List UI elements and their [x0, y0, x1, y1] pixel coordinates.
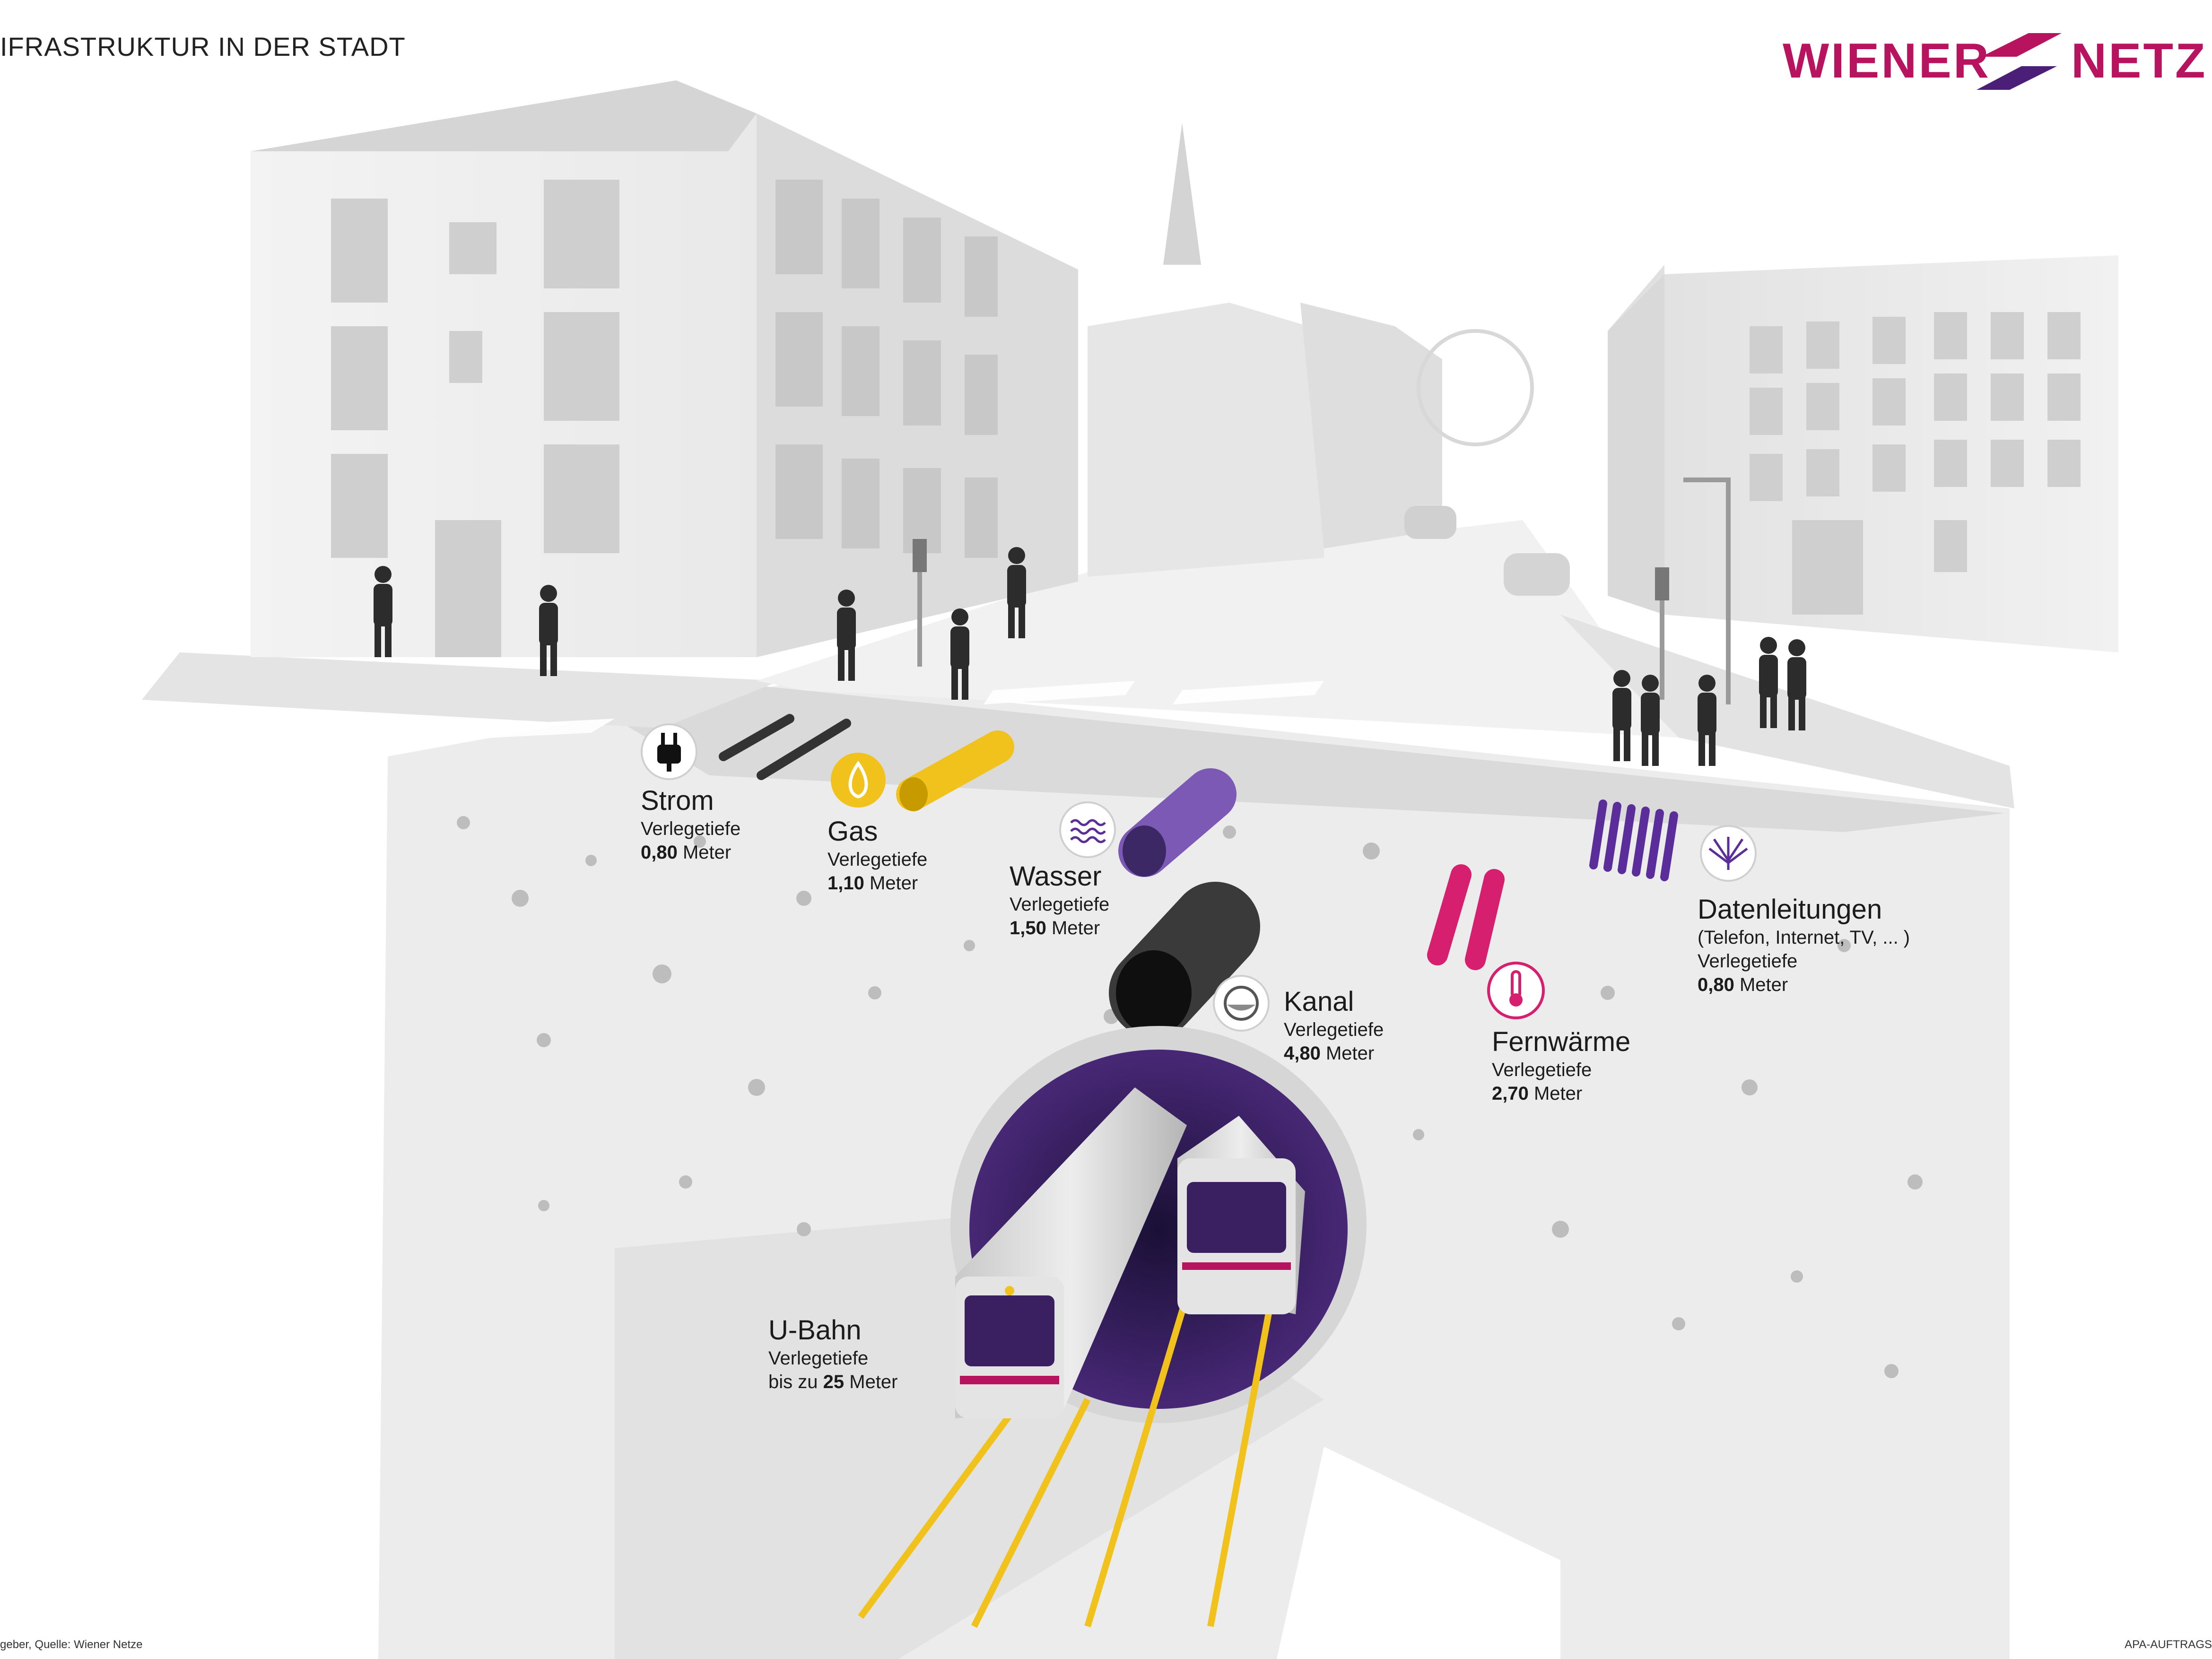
rails — [858, 1294, 1275, 1628]
background-buildings — [1088, 123, 1664, 577]
right-building — [1608, 255, 2118, 652]
footer-source: geber, Quelle: Wiener Netze — [0, 1638, 143, 1651]
utility-pipes — [719, 714, 1678, 1038]
label-depth-caption: Verlegetiefe — [768, 1348, 869, 1369]
label-name: Wasser — [1010, 861, 1102, 892]
kanal-pipe — [1109, 882, 1260, 1038]
label-depth-value: 2,70 Meter — [1492, 1083, 1583, 1104]
label-ubahn: U-Bahn Verlegetiefe bis zu 25 Meter — [768, 1314, 898, 1394]
train-left — [955, 1087, 1187, 1418]
footer-credit: APA-AUFTRAGS — [2125, 1638, 2212, 1651]
strom-cables — [719, 714, 851, 780]
logo-word-left: WIENER — [1783, 34, 1991, 88]
label-kanal: Kanal Verlegetiefe 4,80 Meter — [1284, 986, 1384, 1065]
label-depth-caption: Verlegetiefe — [1010, 894, 1110, 915]
label-name: Datenleitungen — [1698, 894, 1882, 925]
label-depth-value: 4,80 Meter — [1284, 1043, 1375, 1064]
logo-emblem-icon — [1977, 33, 2062, 90]
label-datenleitungen: Datenleitungen (Telefon, Internet, TV, .… — [1698, 894, 1910, 997]
label-strom: Strom Verlegetiefe 0,80 Meter — [641, 785, 740, 864]
label-depth-value: 0,80 Meter — [1698, 974, 1788, 995]
water-waves-icon — [1059, 801, 1116, 858]
label-name: U-Bahn — [768, 1315, 862, 1346]
subway-tunnel — [858, 1026, 1367, 1628]
wasser-pipe — [1118, 768, 1237, 877]
left-building — [251, 80, 1078, 657]
label-wasser: Wasser Verlegetiefe 1,50 Meter — [1010, 860, 1109, 940]
thermometer-icon — [1487, 962, 1545, 1019]
street — [142, 520, 2014, 808]
label-depth-value: 1,50 Meter — [1010, 918, 1100, 938]
sewer-icon — [1213, 975, 1270, 1032]
label-name: Gas — [827, 816, 878, 847]
label-name: Strom — [641, 785, 714, 816]
daten-cables — [1589, 799, 1678, 881]
label-depth-value: bis zu 25 Meter — [768, 1372, 898, 1392]
train-right — [1177, 1116, 1305, 1314]
label-depth-caption: Verlegetiefe — [827, 849, 928, 870]
label-note: (Telefon, Internet, TV, ... ) — [1698, 927, 1910, 948]
label-fernwaerme: Fernwärme Verlegetiefe 2,70 Meter — [1492, 1026, 1630, 1105]
label-name: Kanal — [1284, 986, 1354, 1017]
street-furniture — [913, 478, 1731, 704]
page-title: IFRASTRUKTUR IN DER STADT — [0, 32, 406, 61]
label-depth-caption: Verlegetiefe — [1698, 951, 1798, 972]
label-depth-caption: Verlegetiefe — [641, 818, 741, 839]
label-gas: Gas Verlegetiefe 1,10 Meter — [827, 816, 927, 895]
gas-pipe — [896, 730, 1014, 811]
plug-icon — [641, 723, 697, 780]
label-depth-value: 0,80 Meter — [641, 842, 732, 863]
label-depth-caption: Verlegetiefe — [1284, 1019, 1384, 1040]
fiber-optic-icon — [1700, 825, 1757, 882]
label-depth-caption: Verlegetiefe — [1492, 1060, 1592, 1080]
flame-icon — [831, 753, 886, 808]
logo-word-right: NETZ — [2071, 34, 2207, 88]
pedestrians — [374, 547, 1806, 766]
label-depth-value: 1,10 Meter — [827, 873, 918, 894]
fernwaerme-pipes — [1427, 864, 1505, 970]
label-name: Fernwärme — [1492, 1026, 1631, 1057]
brand-logo: WIENER NETZ — [1783, 28, 2208, 99]
